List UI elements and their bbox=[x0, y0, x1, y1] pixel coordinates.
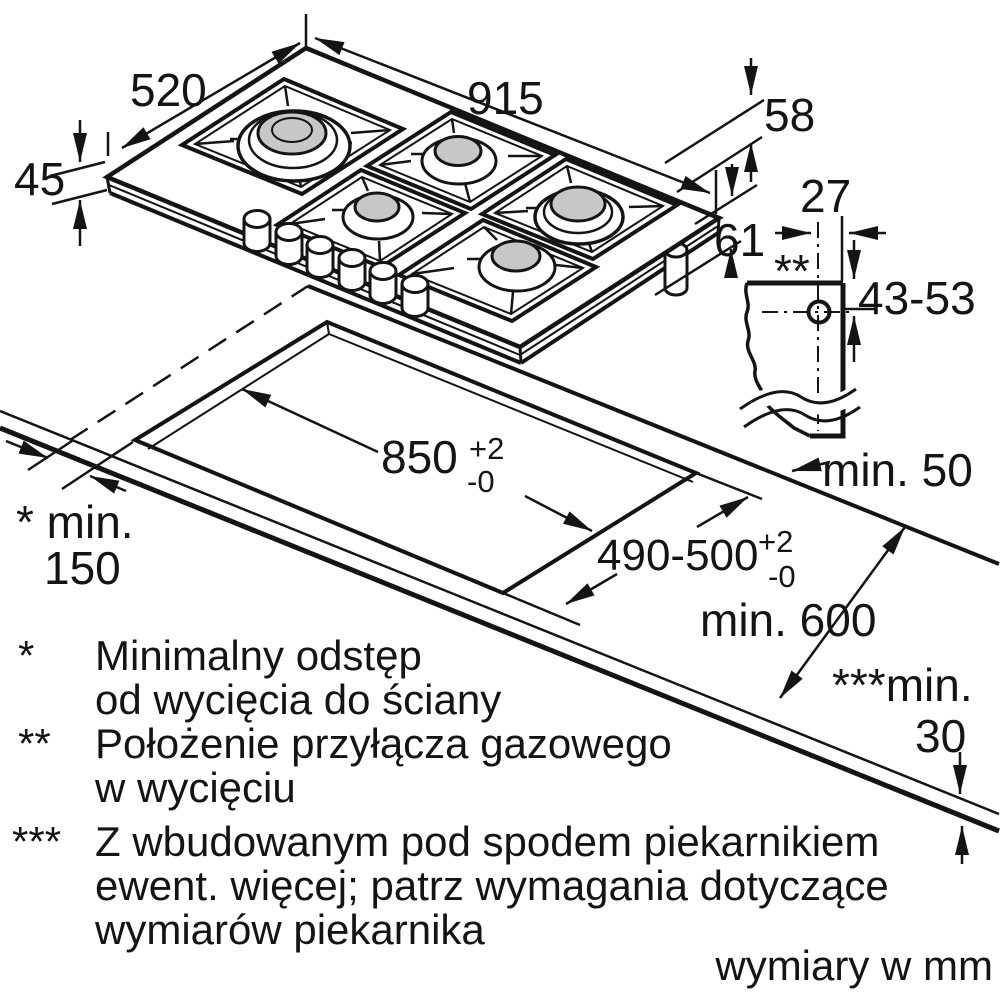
label-43-53: 43-53 bbox=[858, 272, 976, 324]
label-min-150-value: 150 bbox=[44, 542, 121, 594]
dimension-graphics bbox=[5, 14, 969, 864]
legend-line-1: Minimalny odstęp bbox=[95, 632, 422, 679]
burner-4-cap bbox=[549, 185, 607, 223]
units-note: wymiary w mm bbox=[714, 942, 993, 989]
dim-490-arrow-down bbox=[565, 572, 618, 606]
ticks-45 bbox=[49, 160, 108, 206]
label-45: 45 bbox=[14, 153, 65, 205]
burner-back-right bbox=[526, 185, 625, 246]
dim-line-520 bbox=[121, 41, 301, 150]
label-27: 27 bbox=[800, 170, 851, 222]
knob-2-top bbox=[274, 222, 304, 242]
knob-1-top bbox=[242, 209, 272, 229]
dim-line-915 bbox=[314, 36, 711, 195]
label-490-tol-minus: -0 bbox=[768, 559, 796, 594]
label-gas-marker: ** bbox=[774, 245, 810, 297]
legend-line-7: wymiarów piekarnika bbox=[94, 906, 485, 953]
dim-min150-arrow-left bbox=[89, 474, 127, 494]
hob-left-corner-edge bbox=[105, 176, 112, 194]
dim-850-arrow-left bbox=[241, 387, 379, 454]
burner-front-middle bbox=[332, 191, 415, 241]
dim-58-ext-lines bbox=[664, 98, 765, 194]
dimension-labels: 520 45 915 58 61 27 ** 43-53 min. 50 850… bbox=[14, 64, 976, 762]
cutout-inner-left-edge bbox=[147, 333, 330, 450]
dim-min150-arrow-right bbox=[5, 439, 49, 460]
label-min-150-prefix: * min. bbox=[16, 496, 134, 548]
legend: * Minimalny odstęp od wycięcia do ściany… bbox=[12, 632, 993, 989]
label-490-tol-plus: +2 bbox=[758, 524, 793, 559]
legend-marker-2: ** bbox=[18, 720, 51, 767]
burner-3-cap bbox=[353, 191, 401, 223]
support-5-prongs bbox=[411, 226, 584, 315]
detail-break-gap bbox=[737, 384, 863, 419]
legend-marker-1: * bbox=[18, 632, 34, 679]
knob-3-top bbox=[305, 235, 335, 255]
legend-line-4: w wycięciu bbox=[94, 764, 296, 811]
legend-line-5: Z wbudowanym pod spodem piekarnikiem bbox=[95, 818, 879, 865]
dim-min150-ext-lines bbox=[27, 439, 134, 491]
label-850: 850 bbox=[381, 431, 458, 483]
gas-connection-detail bbox=[737, 222, 863, 439]
dim-min600-line bbox=[778, 526, 907, 699]
knob-5-top bbox=[368, 261, 398, 281]
dim-490-ext-lines bbox=[502, 471, 763, 627]
support-5-outer bbox=[394, 217, 601, 324]
worktop-front-bottom-edge bbox=[0, 425, 1000, 834]
legend-marker-3: *** bbox=[12, 818, 61, 865]
label-min-30-prefix: ***min. bbox=[832, 659, 973, 711]
worktop-drawing bbox=[0, 284, 1000, 834]
detail-break-line-2 bbox=[743, 405, 861, 429]
label-min-50: min. 50 bbox=[822, 444, 973, 496]
label-850-tol-plus: +2 bbox=[469, 431, 504, 466]
dim-490-arrow-up bbox=[696, 495, 749, 529]
cutout-corner-tick bbox=[326, 321, 330, 335]
knob-6-top bbox=[400, 274, 430, 294]
label-520: 520 bbox=[130, 64, 207, 116]
detail-left-wavy-edge bbox=[744, 282, 811, 438]
burner-5-cap bbox=[490, 239, 542, 273]
label-61: 61 bbox=[714, 214, 765, 266]
dim-850-arrow-right bbox=[524, 494, 593, 533]
knob-4-top bbox=[337, 248, 367, 268]
label-915: 915 bbox=[467, 72, 544, 124]
control-knobs bbox=[242, 209, 430, 318]
burner-front-right bbox=[467, 239, 557, 293]
label-58: 58 bbox=[764, 89, 815, 141]
legend-line-2: od wycięcia do ściany bbox=[95, 676, 501, 723]
worktop-front-arris bbox=[0, 409, 1000, 816]
worktop-side-break-line bbox=[69, 284, 309, 442]
label-min-30-value: 30 bbox=[915, 710, 966, 762]
label-490-500: 490-500 bbox=[597, 531, 758, 580]
cutout-inner-back-edge bbox=[328, 333, 694, 483]
label-min-600: min. 600 bbox=[700, 594, 876, 646]
detail-break-line-1 bbox=[739, 387, 857, 411]
burner-2-cap bbox=[433, 135, 483, 167]
worktop-back-edge bbox=[307, 284, 1000, 566]
label-850-tol-minus: -0 bbox=[467, 464, 495, 499]
detail-right-edge bbox=[810, 283, 846, 439]
legend-line-3: Położenie przyłącza gazowego bbox=[95, 720, 672, 767]
legend-line-6: ewent. więcej; patrz wymagania dotyczące bbox=[95, 862, 889, 909]
dim-min50-arrow bbox=[791, 457, 831, 473]
